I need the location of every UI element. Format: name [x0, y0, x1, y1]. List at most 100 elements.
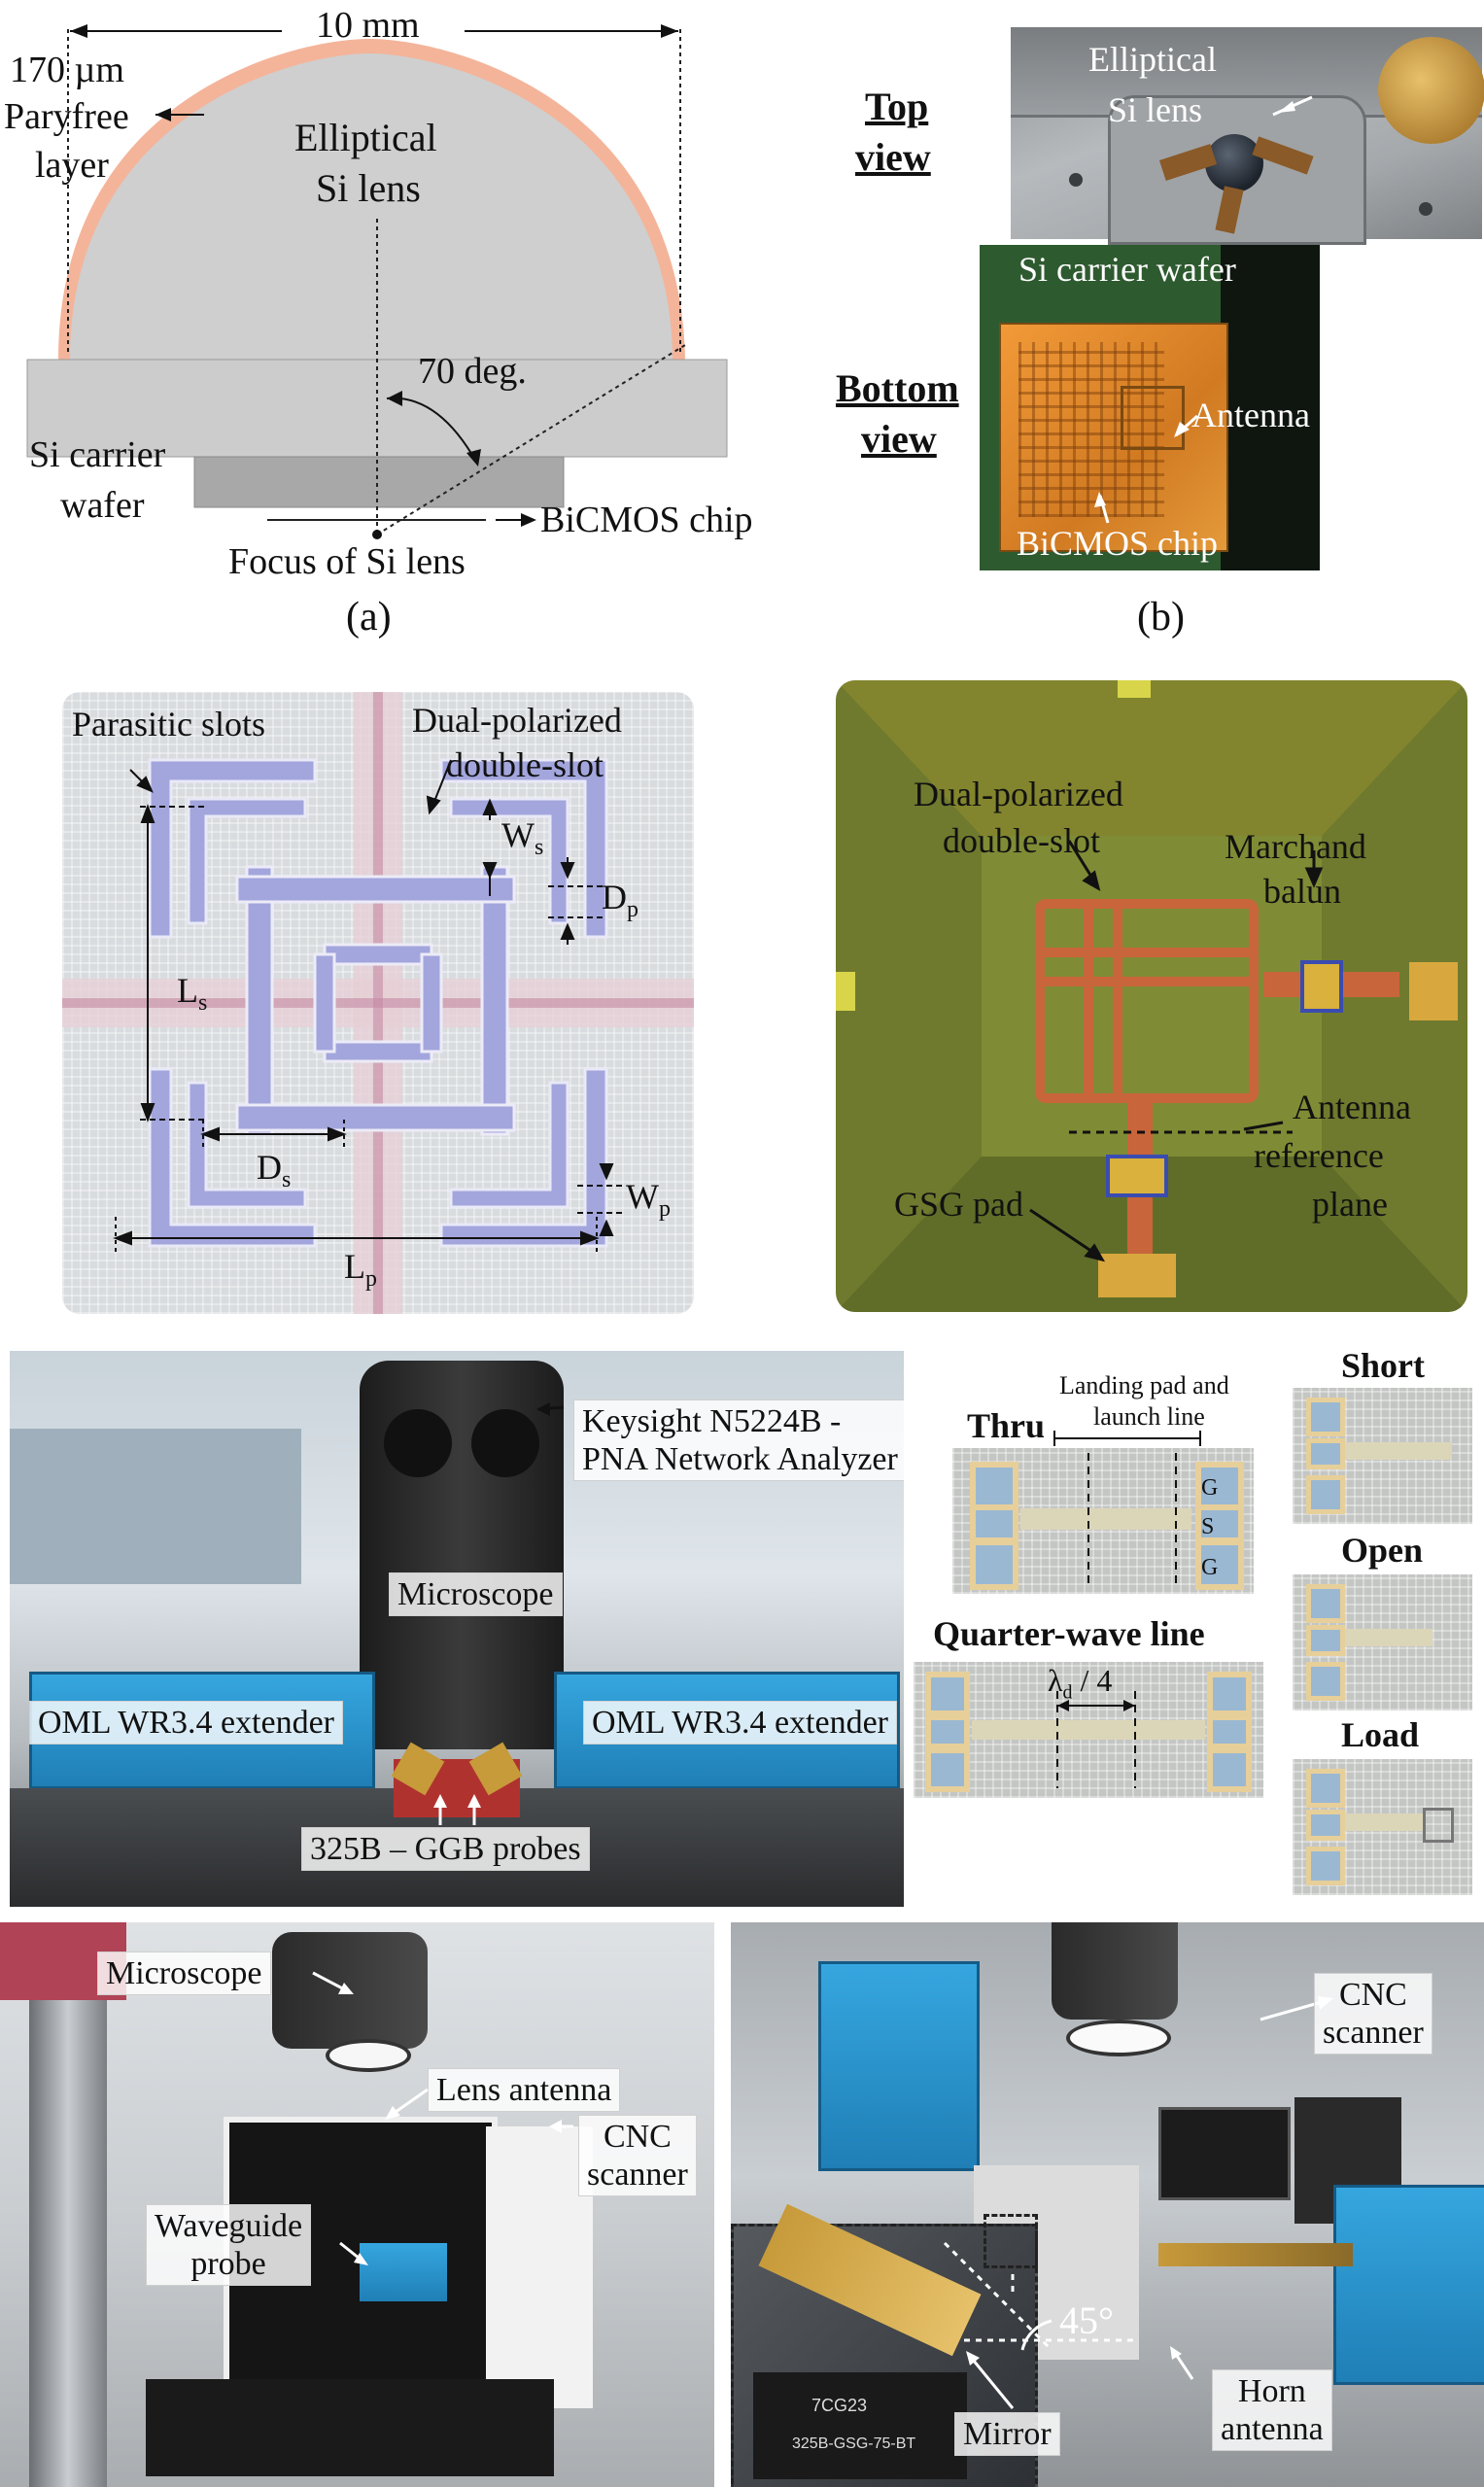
- wafer-dark-edge: [1221, 245, 1320, 570]
- eyepiece-left: [384, 1409, 452, 1477]
- lens-label-2: Si lens: [316, 166, 421, 210]
- horn-antenna: [1158, 2243, 1353, 2266]
- mirror-label: Mirror: [954, 2412, 1060, 2457]
- coin: [1378, 37, 1484, 144]
- paryfree-label: Paryfree: [4, 96, 129, 137]
- load-label: Load: [1341, 1715, 1420, 1754]
- probe-station-arrows: [433, 1402, 565, 1825]
- white-block: [486, 2126, 593, 2408]
- bottom-view-arrows: [1094, 414, 1199, 524]
- pad: [1207, 1672, 1252, 1716]
- angle-label: 70 deg.: [418, 351, 527, 392]
- ds-symbol: D: [257, 1148, 282, 1187]
- gsg-pad-right: [1409, 962, 1458, 1020]
- lp-subscript: p: [365, 1266, 377, 1293]
- thru-line: [1020, 1508, 1191, 1530]
- screw-hole: [1419, 202, 1432, 216]
- cnc-label-g-2: scanner: [587, 2157, 688, 2193]
- parasitic-slots: [148, 758, 608, 1248]
- probe-text-2: 325B-GSG-75-BT: [792, 2435, 916, 2452]
- reference-label-1: Antenna: [1293, 1088, 1411, 1126]
- microscope-label: Microscope: [389, 1572, 563, 1617]
- carrier-label-1: Si carrier: [29, 434, 166, 475]
- panel-d-chip-micrograph: Dual-polarized double-slot Marchand balu…: [836, 680, 1467, 1312]
- lambda-tail: / 4: [1072, 1663, 1113, 1698]
- caption-b: (b): [1137, 595, 1185, 639]
- screw-hole: [1069, 173, 1083, 187]
- lens-antenna-label: Lens antenna: [428, 2068, 621, 2113]
- angle-45-label: 45°: [1059, 2298, 1114, 2342]
- reference-label-2: reference: [1254, 1136, 1384, 1175]
- top-lens-label-2: Si lens: [1108, 90, 1203, 129]
- dual-polarized-label-1: Dual-polarized: [412, 701, 622, 740]
- ds-subscript: s: [282, 1167, 292, 1193]
- quarter-wave-line: [972, 1720, 1205, 1740]
- panel-f-calibration-standards: Landing pad and launch line Thru Short G…: [914, 1341, 1484, 1897]
- lambda-subscript: d: [1062, 1681, 1073, 1704]
- waveguide-probe-label-1: Waveguide: [155, 2208, 303, 2244]
- marchand-label-1: Marchand: [1225, 827, 1366, 866]
- landing-pad-label-1: Landing pad and: [1059, 1371, 1229, 1399]
- carrier-wafer-small: [193, 456, 565, 508]
- arrowhead: [70, 24, 87, 38]
- open-standard: [1293, 1574, 1472, 1710]
- lambda-symbol: λ: [1048, 1663, 1063, 1698]
- horn-antenna-label: Horn antenna: [1212, 2369, 1332, 2452]
- left-pad: [836, 972, 855, 1011]
- lp-symbol: L: [344, 1247, 365, 1286]
- ring-light-h: [1066, 2020, 1171, 2056]
- arrowhead: [521, 513, 536, 527]
- load-standard: [1293, 1759, 1472, 1895]
- ls-label: Ls: [177, 971, 207, 1017]
- horn-antenna-label-1: Horn: [1237, 2373, 1306, 2409]
- extender-blue: [818, 1961, 980, 2171]
- ws-symbol: W: [501, 815, 535, 854]
- antenna-square: [1121, 386, 1185, 450]
- panel-h-horn-setup: 7CG23 325B-GSG-75-BT 45° CNC scanner Mir…: [731, 1922, 1484, 2487]
- horn-antenna-label-2: antenna: [1221, 2411, 1324, 2448]
- waveguide-probe-body: [360, 2243, 447, 2301]
- pad: [970, 1539, 1018, 1590]
- dp-label: Dp: [602, 878, 638, 923]
- short-label: Short: [1341, 1346, 1426, 1385]
- pad: [1207, 1714, 1252, 1749]
- panel-c-slot-layout: Parasitic slots Dual-polarized double-sl…: [62, 692, 694, 1314]
- top-view-photo: [1011, 27, 1484, 245]
- chip-dual-label-2: double-slot: [943, 821, 1100, 860]
- s-label: S: [1201, 1514, 1215, 1539]
- gsg-pad-label: GSG pad: [894, 1185, 1023, 1224]
- focus-ray: [376, 344, 686, 535]
- marchand-balun: [1300, 960, 1343, 1013]
- panel-e-probe-station: Keysight N5224B - PNA Network Analyzer M…: [10, 1351, 904, 1907]
- black-base: [146, 2379, 554, 2476]
- slot-antenna-drawing: [62, 692, 694, 1314]
- panel-g-lens-measurement: Microscope Lens antenna CNC scanner Wave…: [0, 1922, 714, 2487]
- arrowhead: [387, 391, 402, 406]
- quarter-wave-standard: [914, 1662, 1263, 1798]
- chip-drawing: [836, 680, 1467, 1312]
- ring-light: [326, 2039, 411, 2072]
- bicmos-chip-label: BiCMOS chip: [1017, 524, 1219, 563]
- pna-label-box: Keysight N5224B - PNA Network Analyzer: [573, 1399, 904, 1482]
- extender-right-label: OML WR3.4 extender: [583, 1701, 897, 1745]
- wp-label: Wp: [626, 1177, 671, 1223]
- bottom-view-label-2: view: [861, 417, 937, 461]
- balun-lower: [1106, 1155, 1168, 1197]
- waveguide-probe-label: Waveguide probe: [146, 2204, 312, 2287]
- thickness-label: 170 µm: [10, 50, 124, 90]
- lens-measurement-arrows: [312, 1971, 573, 2265]
- extender-left-label: OML WR3.4 extender: [29, 1701, 343, 1745]
- arrowhead: [466, 449, 481, 466]
- support-pole: [29, 1981, 107, 2487]
- probes-label: 325B – GGB probes: [301, 1827, 590, 1872]
- parasitic-slots-label: Parasitic slots: [72, 705, 265, 743]
- pad: [1195, 1539, 1244, 1590]
- top-pad: [1118, 680, 1151, 698]
- window-view: [10, 1429, 301, 1584]
- top-view-label-2: view: [855, 135, 931, 179]
- waveguide-probe-label-2: probe: [190, 2246, 266, 2283]
- marchand-label-2: balun: [1263, 872, 1341, 911]
- cnc-label-h: CNC scanner: [1314, 1973, 1432, 2055]
- bottom-view-label-1: Bottom: [836, 366, 959, 410]
- panel-b-photos: Top view Elliptical Si lens Bottom view …: [816, 0, 1484, 651]
